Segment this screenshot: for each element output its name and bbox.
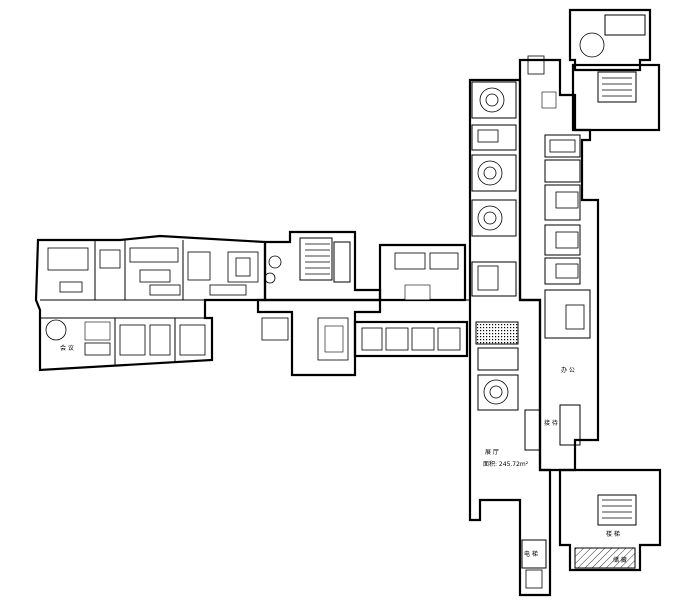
label-stair: 楼 梯 — [606, 530, 620, 538]
label-elevator: 电 梯 — [524, 550, 538, 558]
central-connector — [353, 243, 470, 358]
label-hall: 展 厅 — [485, 449, 499, 456]
label-hall-area: 面积: 245.72m² — [483, 460, 529, 468]
central-spine: 展 厅 面积: 245.72m² 电 梯 — [468, 78, 552, 597]
label-reception: 接 待 — [544, 419, 558, 427]
label-office: 办 公 — [561, 366, 575, 374]
right-wing: 办 公 接 待 — [518, 58, 600, 472]
left-wing: 会 议 — [34, 234, 267, 372]
stair-icon — [305, 243, 330, 275]
top-right-block — [527, 8, 661, 132]
label-meeting-left: 会 议 — [60, 344, 74, 352]
bottom-right-block: 楼 梯 储 藏 — [558, 468, 662, 572]
stair-icon — [602, 499, 632, 519]
label-storage: 储 藏 — [613, 556, 627, 564]
center-left-block — [256, 230, 382, 377]
stair-icon — [602, 77, 632, 97]
